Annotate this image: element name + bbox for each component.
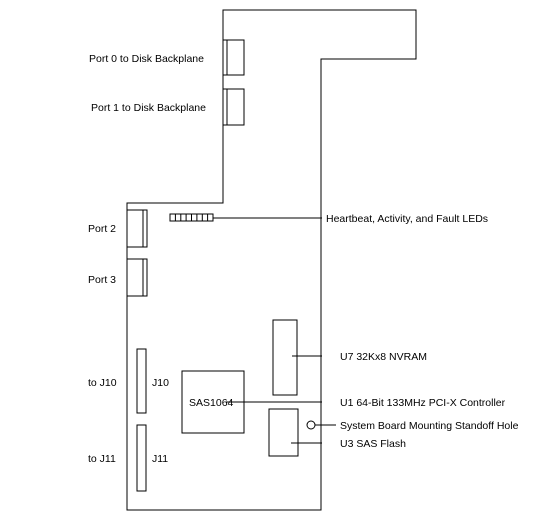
u1-label: U1 64-Bit 133MHz PCI-X Controller	[340, 397, 506, 409]
port0-label: Port 0 to Disk Backplane	[89, 53, 204, 65]
port2-label: Port 2	[88, 223, 116, 235]
port1-connector	[222, 88, 245, 126]
j11-header	[136, 424, 147, 492]
u3-label: U3 SAS Flash	[340, 438, 406, 450]
port2-connector	[126, 209, 148, 248]
u3-flash-chip	[268, 408, 299, 457]
u7-label: U7 32Kx8 NVRAM	[340, 351, 427, 363]
led-array	[169, 213, 214, 222]
port3-connector	[126, 258, 148, 297]
to-j10-label: to J10	[88, 377, 117, 389]
to-j11-label: to J11	[88, 453, 116, 465]
leds-label: Heartbeat, Activity, and Fault LEDs	[326, 213, 488, 225]
port1-label: Port 1 to Disk Backplane	[91, 102, 206, 114]
j10-header	[136, 348, 147, 414]
port3-label: Port 3	[88, 274, 116, 286]
u7-nvram-chip	[272, 319, 298, 396]
j10-label: J10	[152, 377, 169, 389]
j11-label: J11	[152, 453, 168, 465]
standoff-hole	[306, 420, 316, 430]
standoff-label: System Board Mounting Standoff Hole	[340, 420, 519, 432]
port0-connector	[222, 39, 245, 76]
sas1064-label: SAS1064	[189, 397, 234, 409]
board-outline	[126, 9, 417, 511]
